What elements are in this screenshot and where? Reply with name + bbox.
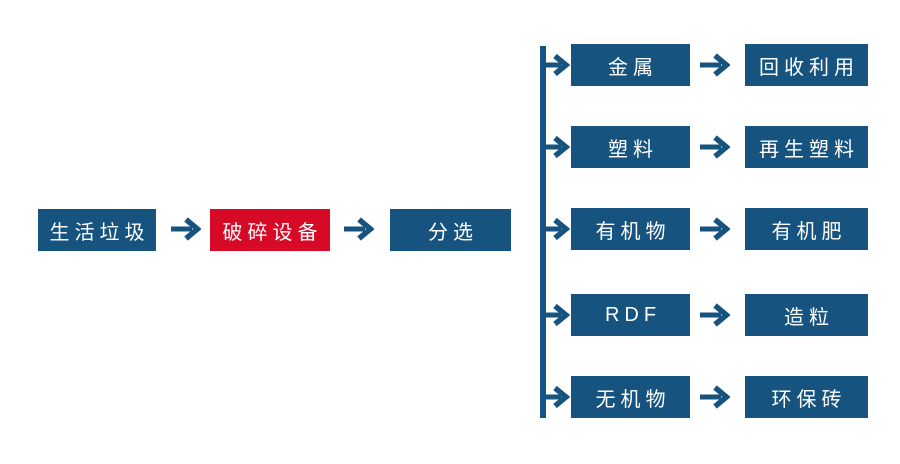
right-arrow-icon — [543, 302, 570, 328]
sorting-node: 分选 — [390, 209, 511, 251]
branch-category-node: 金属 — [571, 44, 690, 86]
branch-output-node: 回收利用 — [745, 44, 868, 86]
branch-category-node: 无机物 — [571, 376, 690, 418]
right-arrow-icon — [171, 216, 201, 242]
right-arrow-icon — [700, 52, 730, 78]
branch-category-node: 塑料 — [571, 126, 690, 168]
branch-output-node: 环保砖 — [745, 376, 868, 418]
branch-category-node: RDF — [571, 294, 690, 336]
right-arrow-icon — [700, 384, 730, 410]
right-arrow-icon — [700, 216, 730, 242]
branch-output-node: 有机肥 — [745, 208, 868, 250]
branch-output-node: 造粒 — [745, 294, 868, 336]
branch-trunk-line — [540, 46, 546, 418]
right-arrow-icon — [543, 52, 570, 78]
branch-category-node: 有机物 — [571, 208, 690, 250]
branch-output-node: 再生塑料 — [745, 126, 868, 168]
right-arrow-icon — [700, 134, 730, 160]
right-arrow-icon — [543, 384, 570, 410]
crusher-node: 破碎设备 — [210, 209, 330, 251]
start-node-household-waste: 生活垃圾 — [38, 209, 156, 251]
right-arrow-icon — [344, 216, 374, 242]
right-arrow-icon — [543, 134, 570, 160]
right-arrow-icon — [543, 216, 570, 242]
right-arrow-icon — [700, 302, 730, 328]
